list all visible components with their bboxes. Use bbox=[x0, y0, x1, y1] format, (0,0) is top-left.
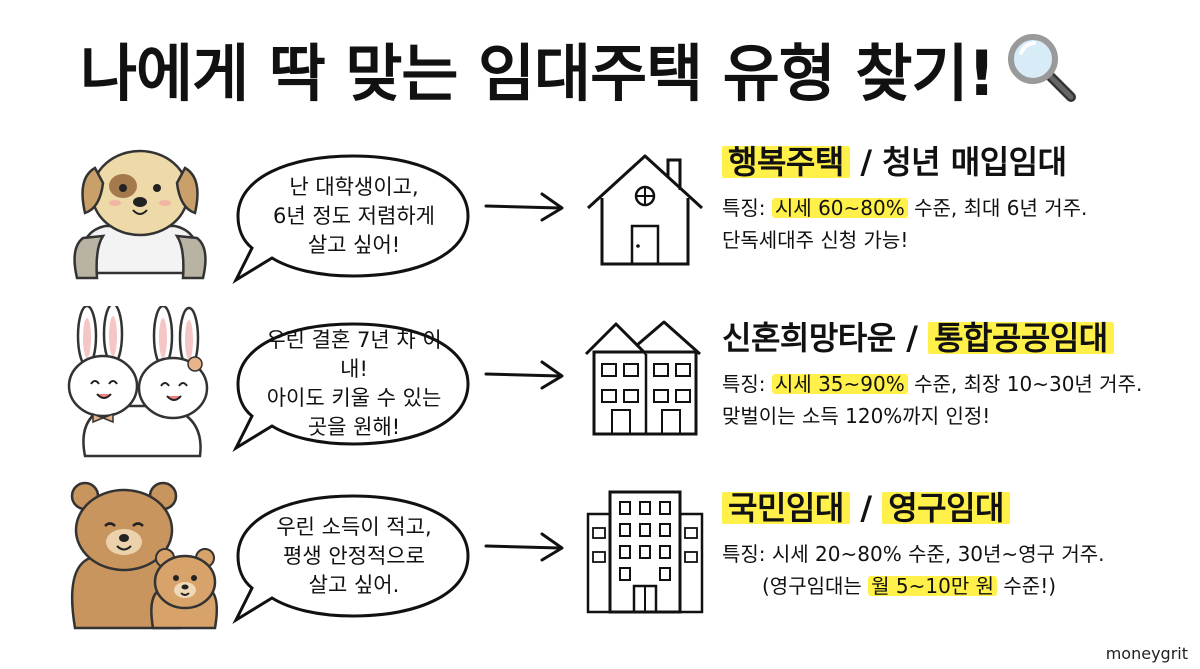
speech-line: 난 대학생이고, bbox=[289, 174, 419, 199]
highlight-type: 행복주택 bbox=[722, 143, 850, 181]
highlight-price: 시세 60~80% bbox=[771, 196, 908, 220]
speech-line: 살고 싶어! bbox=[307, 232, 401, 257]
speech-bubble-outline bbox=[232, 322, 470, 453]
house-icon bbox=[586, 154, 704, 266]
feature-text: 수준, 최대 6년 거주. bbox=[907, 196, 1088, 220]
feature-text: 수준!) bbox=[997, 574, 1057, 598]
rental-info: 국민임대 / 영구임대 특징: 시세 20~80% 수준, 30년~영구 거주.… bbox=[722, 486, 1192, 602]
rental-info: 신혼희망타운 / 통합공공임대 특징: 시세 35~90% 수준, 최장 10~… bbox=[722, 316, 1192, 432]
feature-line-2: 단독세대주 신청 가능! bbox=[722, 228, 909, 252]
speech-line: 6년 정도 저렴하게 bbox=[273, 203, 435, 228]
puppy-student-icon bbox=[73, 149, 207, 280]
speech-bubble-outline bbox=[232, 494, 470, 625]
rental-features: 특징: 시세 20~80% 수준, 30년~영구 거주. (영구임대는 월 5~… bbox=[722, 538, 1192, 602]
rental-features: 특징: 시세 35~90% 수준, 최장 10~30년 거주. 맞벌이는 소득 … bbox=[722, 368, 1192, 432]
feature-label: 특징: bbox=[722, 196, 772, 220]
watermark: moneygrit bbox=[1105, 644, 1188, 663]
heading-rest: / bbox=[849, 489, 883, 527]
title-text: 나에게 딱 맞는 임대주택 유형 찾기! bbox=[80, 37, 996, 110]
feature-line-2: 맞벌이는 소득 120%까지 인정! bbox=[722, 404, 991, 428]
rabbit-couple-icon bbox=[67, 306, 209, 458]
apartment-icon bbox=[586, 490, 704, 614]
feature-label: 특징: bbox=[722, 372, 772, 396]
townhouse-icon bbox=[584, 320, 701, 436]
page-title: 나에게 딱 맞는 임대주택 유형 찾기! bbox=[80, 28, 1120, 110]
arrow-right-icon bbox=[484, 192, 564, 222]
rental-row-2: 우린 결혼 7년 차 이내! 아이도 키울 수 있는 곳을 원해! 신혼희망타운… bbox=[0, 306, 1200, 481]
magnifying-glass-icon bbox=[1007, 34, 1076, 102]
feature-text: 수준, 최장 10~30년 거주. bbox=[907, 372, 1143, 396]
heading-rest: / 청년 매입임대 bbox=[849, 143, 1067, 181]
feature-line-1: 특징: 시세 20~80% 수준, 30년~영구 거주. bbox=[722, 542, 1105, 566]
rental-type-heading: 국민임대 / 영구임대 bbox=[722, 486, 1192, 530]
rental-info: 행복주택 / 청년 매입임대 특징: 시세 60~80% 수준, 최대 6년 거… bbox=[722, 140, 1192, 256]
speech-bubble: 난 대학생이고, 6년 정도 저렴하게 살고 싶어! bbox=[228, 148, 478, 288]
rental-row-3: 우린 소득이 적고, 평생 안정적으로 살고 싶어. 국민임대 / 영구임대 bbox=[0, 478, 1200, 653]
speech-line: 곳을 원해! bbox=[307, 415, 401, 439]
highlight-price: 시세 35~90% bbox=[771, 372, 908, 396]
arrow-right-icon bbox=[484, 532, 564, 562]
rental-type-heading: 행복주택 / 청년 매입임대 bbox=[722, 140, 1192, 184]
rental-row-1: 난 대학생이고, 6년 정도 저렴하게 살고 싶어! 행복주택 / 청년 매입임… bbox=[0, 138, 1200, 313]
speech-bubble: 우린 결혼 7년 차 이내! 아이도 키울 수 있는 곳을 원해! bbox=[228, 316, 478, 456]
rental-features: 특징: 시세 60~80% 수준, 최대 6년 거주. 단독세대주 신청 가능! bbox=[722, 192, 1192, 256]
speech-line: 살고 싶어. bbox=[308, 572, 400, 597]
heading-rest: 신혼희망타운 / bbox=[722, 319, 929, 357]
speech-line: 우린 결혼 7년 차 이내! bbox=[266, 328, 442, 381]
highlight-type: 국민임대 bbox=[722, 489, 850, 527]
speech-line: 평생 안정적으로 bbox=[283, 543, 425, 568]
rental-type-heading: 신혼희망타운 / 통합공공임대 bbox=[722, 316, 1192, 360]
speech-bubble: 우린 소득이 적고, 평생 안정적으로 살고 싶어. bbox=[228, 488, 478, 628]
bear-family-icon bbox=[70, 481, 218, 630]
highlight-price: 월 5~10만 원 bbox=[868, 574, 998, 598]
speech-line: 아이도 키울 수 있는 bbox=[266, 386, 442, 410]
arrow-right-icon bbox=[484, 360, 564, 390]
feature-text: (영구임대는 bbox=[762, 574, 869, 598]
speech-bubble-outline bbox=[232, 154, 470, 285]
highlight-type: 통합공공임대 bbox=[928, 319, 1114, 357]
speech-line: 우린 소득이 적고, bbox=[276, 514, 432, 539]
highlight-type: 영구임대 bbox=[882, 489, 1010, 527]
